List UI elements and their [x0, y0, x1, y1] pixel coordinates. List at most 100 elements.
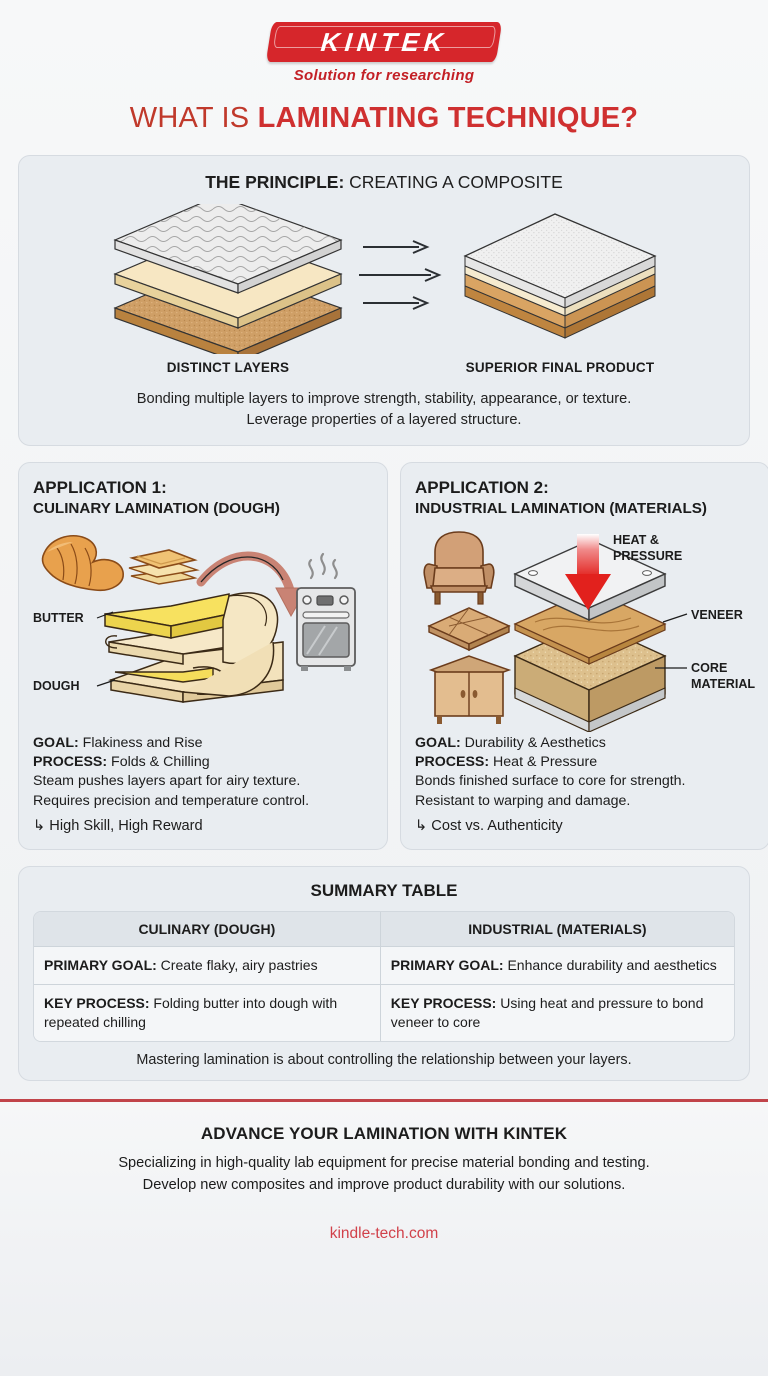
- oven-icon: [296, 552, 356, 671]
- veneer-leader-line: [662, 612, 688, 623]
- footer-section: ADVANCE YOUR LAMINATION WITH KINTEK Spec…: [0, 1102, 768, 1376]
- column-header-culinary: CULINARY (DOUGH): [34, 912, 380, 948]
- application-1-title-main: APPLICATION 1:: [33, 478, 167, 498]
- heat-pressure-arrow-icon: [565, 533, 611, 610]
- cell-label: PRIMARY GOAL:: [390, 957, 504, 974]
- butter-slab: [104, 592, 230, 639]
- brand-logo: KINTEK Solution for researching: [0, 0, 768, 84]
- dough-label: DOUGH: [33, 679, 80, 693]
- core-label-line1: CORE: [691, 661, 727, 675]
- summary-table: CULINARY (DOUGH) INDUSTRIAL (MATERIALS) …: [33, 911, 735, 1043]
- application-2-text: GOAL: Durability & Aesthetics PROCESS: H…: [415, 734, 755, 838]
- application-1-subtitle: CULINARY LAMINATION (DOUGH): [33, 499, 280, 517]
- application-2-note: ↳ Cost vs. Authenticity: [415, 817, 755, 837]
- footer-url-link[interactable]: kindle-tech.com: [329, 1224, 439, 1242]
- industrial-diagram: HEAT & PRESSURE VENEER CORE MATERIAL: [415, 522, 755, 733]
- cell-key-process-industrial: KEY PROCESS: Using heat and pressure to …: [379, 985, 734, 1042]
- application-2-goal: GOAL: Durability & Aesthetics: [415, 734, 755, 753]
- application-1-note-text: High Skill, High Reward: [49, 818, 203, 835]
- application-1-goal-value: Flakiness and Rise: [78, 734, 203, 751]
- table-row: KEY PROCESS: Folding butter into dough w…: [34, 985, 734, 1042]
- distinct-layers-caption: DISTINCT LAYERS: [166, 359, 290, 375]
- application-2-goal-label: GOAL:: [415, 734, 461, 751]
- butter-label: BUTTER: [33, 611, 84, 625]
- application-1-detail-2: Requires precision and temperature contr…: [33, 792, 310, 809]
- principle-heading-bold: THE PRINCIPLE:: [205, 172, 345, 192]
- summary-card: SUMMARY TABLE CULINARY (DOUGH) INDUSTRIA…: [18, 866, 750, 1082]
- application-2-note-text: Cost vs. Authenticity: [431, 818, 563, 835]
- application-2-title-main: APPLICATION 2:: [415, 478, 549, 498]
- final-product-group: SUPERIOR FINAL PRODUCT: [455, 204, 665, 375]
- application-2-detail-2: Resistant to warping and damage.: [415, 792, 631, 809]
- dough-lamination-illustration: BUTTER DOUGH: [33, 534, 356, 703]
- cell-primary-goal-culinary: PRIMARY GOAL: Create flaky, airy pastrie…: [34, 947, 380, 986]
- veneer-label: VENEER: [691, 608, 743, 622]
- footer-description: Specializing in high-quality lab equipme…: [118, 1153, 649, 1197]
- principle-heading: THE PRINCIPLE: CREATING A COMPOSITE: [33, 172, 735, 193]
- arrow-right-icon: [359, 268, 442, 282]
- final-product-caption: SUPERIOR FINAL PRODUCT: [465, 359, 655, 375]
- page-title-bold: LAMINATING TECHNIQUE?: [257, 102, 639, 134]
- veneer-lamination-illustration: HEAT & PRESSURE VENEER CORE MATERIAL: [423, 530, 755, 733]
- application-1-card: APPLICATION 1: CULINARY LAMINATION (DOUG…: [18, 462, 388, 851]
- summary-title: SUMMARY TABLE: [310, 881, 458, 901]
- arrow-right-icon: [363, 296, 430, 310]
- cell-value: Create flaky, airy pastries: [156, 957, 318, 974]
- principle-diagram: DISTINCT LAYERS: [33, 199, 735, 379]
- cell-value: Using heat and pressure to bond veneer t…: [390, 995, 704, 1031]
- summary-footer-note: Mastering lamination is about controllin…: [136, 1052, 632, 1069]
- cell-key-process-culinary: KEY PROCESS: Folding butter into dough w…: [34, 985, 380, 1042]
- croissant-icon: [41, 534, 124, 591]
- footer-desc-line2: Develop new composites and improve produ…: [142, 1176, 626, 1193]
- application-1-process-value: Folds & Chilling: [107, 754, 210, 771]
- puff-pastry-icon: [128, 548, 200, 585]
- application-1-note: ↳ High Skill, High Reward: [33, 817, 373, 837]
- page-title: WHAT IS LAMINATING TECHNIQUE?: [0, 102, 768, 135]
- application-2-process-value: Heat & Pressure: [489, 754, 598, 771]
- distinct-layers-group: DISTINCT LAYERS: [103, 203, 353, 375]
- principle-card: THE PRINCIPLE: CREATING A COMPOSITE: [18, 155, 750, 447]
- application-2-goal-value: Durability & Aesthetics: [460, 734, 606, 751]
- application-2-process-label: PROCESS:: [415, 754, 490, 771]
- application-2-detail-1: Bonds finished surface to core for stren…: [415, 773, 686, 790]
- cell-label: PRIMARY GOAL:: [44, 957, 157, 974]
- logo-tagline: Solution for researching: [293, 67, 475, 84]
- culinary-diagram: BUTTER DOUGH: [33, 522, 373, 732]
- note-arrow-icon: ↳: [33, 818, 46, 835]
- application-1-detail-1: Steam pushes layers apart for airy textu…: [33, 773, 301, 790]
- footer-desc-line1: Specializing in high-quality lab equipme…: [118, 1155, 650, 1172]
- logo-badge: KINTEK: [265, 22, 503, 62]
- armchair-icon: [423, 530, 495, 605]
- cabinet-icon: [428, 654, 512, 724]
- application-1-goal-label: GOAL:: [33, 734, 79, 751]
- footer-divider: [0, 1099, 768, 1103]
- logo-wordmark: KINTEK: [319, 26, 449, 57]
- core-label-line2: MATERIAL: [691, 677, 755, 691]
- column-header-industrial: INDUSTRIAL (MATERIALS): [379, 912, 734, 948]
- application-2-subtitle: INDUSTRIAL LAMINATION (MATERIALS): [415, 499, 707, 517]
- principle-description: Bonding multiple layers to improve stren…: [33, 389, 735, 431]
- application-1-text: GOAL: Flakiness and Rise PROCESS: Folds …: [33, 734, 373, 838]
- application-1-process: PROCESS: Folds & Chilling: [33, 753, 373, 772]
- exploded-layers-icon: [113, 203, 343, 354]
- footer-title: ADVANCE YOUR LAMINATION WITH KINTEK: [200, 1124, 568, 1144]
- application-1-title: APPLICATION 1: CULINARY LAMINATION (DOUG…: [33, 477, 373, 517]
- table-header-row: CULINARY (DOUGH) INDUSTRIAL (MATERIALS): [34, 912, 734, 948]
- cell-primary-goal-industrial: PRIMARY GOAL: Enhance durability and aes…: [379, 947, 734, 986]
- transform-arrows: [359, 240, 449, 310]
- principle-desc-line1: Bonding multiple layers to improve stren…: [136, 391, 632, 407]
- butter-leader-line: [96, 611, 114, 619]
- veneer-sheet: [513, 588, 667, 665]
- page-title-light: WHAT IS: [129, 102, 258, 134]
- applications-row: APPLICATION 1: CULINARY LAMINATION (DOUG…: [18, 462, 768, 851]
- bonded-composite-icon: [463, 212, 657, 339]
- application-2-card: APPLICATION 2: INDUSTRIAL LAMINATION (MA…: [400, 462, 768, 851]
- cell-value: Enhance durability and aesthetics: [503, 957, 717, 974]
- cell-label: KEY PROCESS:: [390, 995, 497, 1012]
- principle-desc-line2: Leverage properties of a layered structu…: [246, 412, 522, 429]
- principle-heading-rest: CREATING A COMPOSITE: [344, 172, 563, 192]
- table-row: PRIMARY GOAL: Create flaky, airy pastrie…: [34, 947, 734, 986]
- note-arrow-icon: ↳: [415, 818, 428, 835]
- heat-label-line2: PRESSURE: [613, 549, 682, 563]
